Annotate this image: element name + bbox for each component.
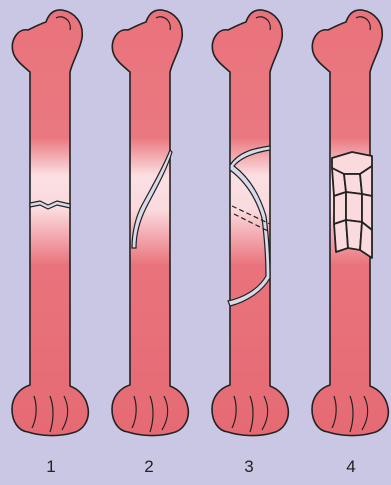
label-2: 2 [129,457,169,477]
bone-2-oblique-fracture [112,10,188,436]
label-4: 4 [331,457,371,477]
bone-1-transverse-fracture [12,10,88,436]
label-1: 1 [31,457,71,477]
label-3: 3 [229,457,269,477]
comminuted-fragments [332,152,372,258]
bone-3-butterfly-fracture [212,10,288,436]
bone-4-comminuted-fracture [312,10,388,436]
